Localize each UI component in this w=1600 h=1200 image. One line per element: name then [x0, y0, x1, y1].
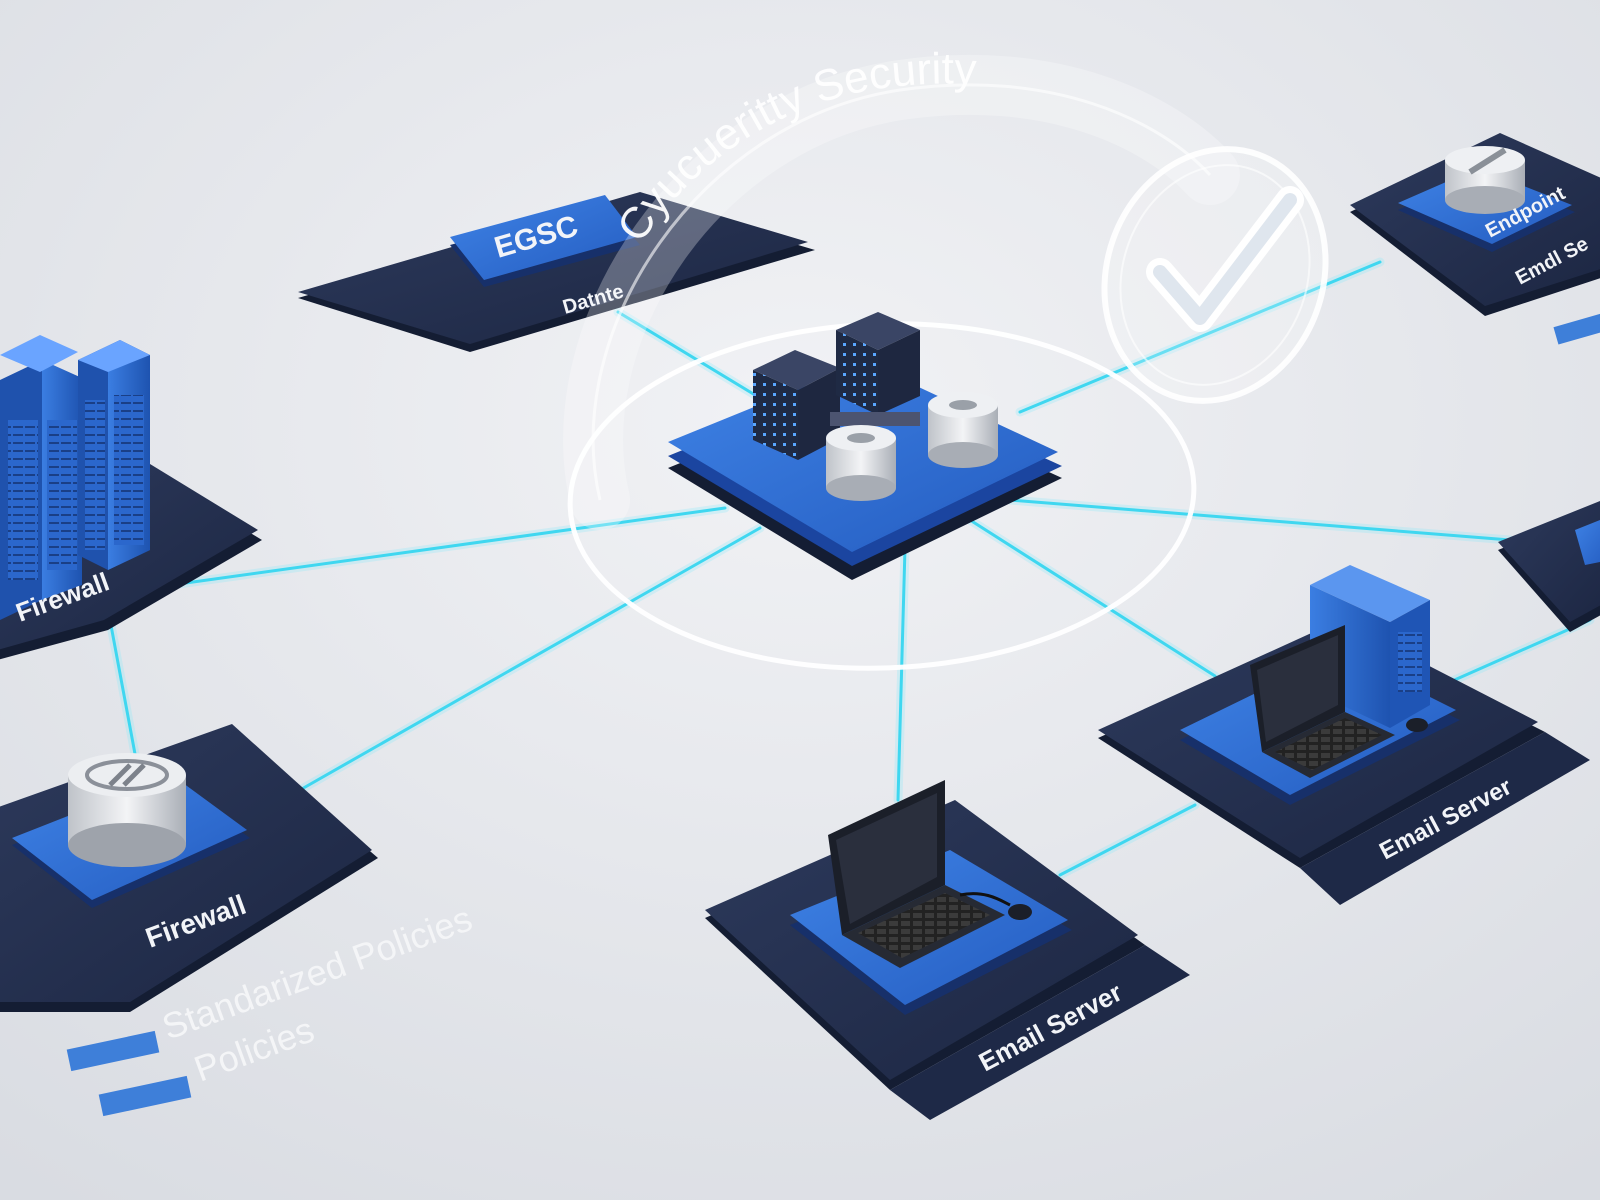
link-hub-email-center	[896, 546, 907, 802]
link-email-right-edge	[1448, 618, 1592, 684]
link-hub-right-node	[1008, 498, 1512, 542]
link-hub-egsc	[616, 310, 762, 400]
connection-lines	[105, 257, 1595, 880]
node-firewall-bottom: Firewall	[0, 724, 378, 1012]
database-icon	[1445, 146, 1525, 214]
link-email-center-right	[1058, 803, 1197, 877]
link-hub-endpoint	[1018, 260, 1382, 414]
database-icon	[68, 753, 186, 867]
link-hub-firewall-top	[148, 506, 727, 590]
endpoint-legend-swatch	[1553, 313, 1600, 345]
laptop-icon	[828, 780, 1032, 968]
central-hub	[567, 312, 1197, 671]
legend-swatch-1	[66, 1030, 160, 1072]
node-egsc: EGSC Datnte	[298, 192, 815, 352]
node-endpoint: Endpoint Emdl Se	[1350, 133, 1600, 345]
link-firewall-top-bottom	[108, 618, 140, 772]
link-hub-firewall-bottom	[298, 526, 762, 792]
laptop-icon	[1250, 625, 1428, 778]
link-hub-email-right	[968, 518, 1217, 678]
node-firewall-top: Firewall	[0, 335, 262, 660]
legend-swatch-2	[98, 1075, 192, 1117]
server-rack-icon	[0, 335, 150, 620]
check-icon	[1101, 146, 1329, 404]
database-icon	[826, 392, 998, 501]
node-right-edge	[1498, 501, 1600, 632]
